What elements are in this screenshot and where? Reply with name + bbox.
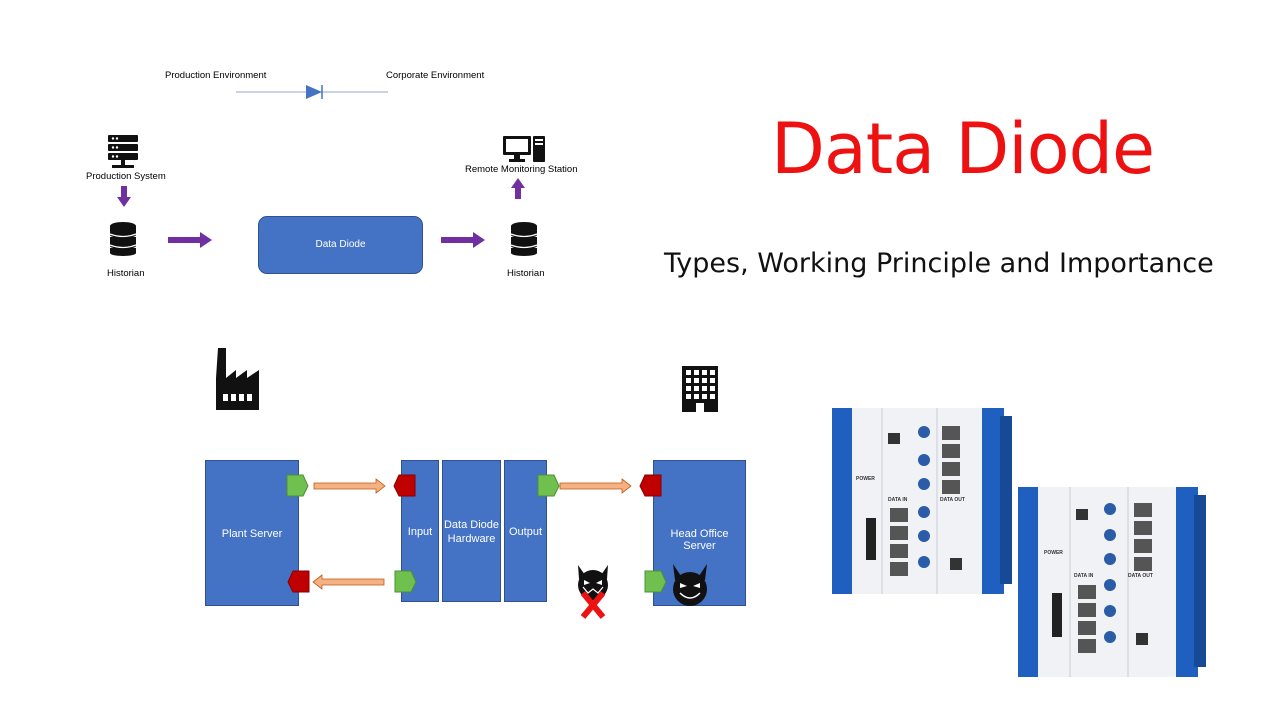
green-port-icon <box>645 571 667 593</box>
red-port-icon <box>394 475 416 497</box>
page-title: Data Diode <box>771 108 1154 190</box>
data-diode-device-back: POWER DATA IN DATA OUT <box>832 408 1002 594</box>
red-port-icon <box>288 571 310 593</box>
corporate-environment-label: Corporate Environment <box>386 70 484 81</box>
head-office-label: Head Office Server <box>654 528 745 552</box>
data-diode-device-front: POWER DATA IN DATA OUT <box>1018 487 1198 677</box>
arrow-left-icon <box>313 575 385 589</box>
green-port-icon <box>395 571 417 593</box>
arrow-down-icon <box>117 186 131 208</box>
arrow-right-icon <box>560 479 632 493</box>
green-port-icon <box>287 475 309 497</box>
power-label: POWER <box>856 476 875 482</box>
production-environment-label: Production Environment <box>165 70 266 81</box>
green-port-icon <box>538 475 560 497</box>
arrow-right-icon <box>441 232 485 248</box>
data-diode-box-label: Data Diode <box>259 239 422 250</box>
arrow-up-icon <box>511 178 525 200</box>
data-diode-box: Data Diode <box>258 216 423 274</box>
plant-server-block: Plant Server <box>205 460 299 606</box>
page-subtitle: Types, Working Principle and Importance <box>664 248 1214 279</box>
data-diode-hardware-block: Data Diode Hardware <box>442 460 501 602</box>
production-system-label: Production System <box>86 171 166 182</box>
database-icon <box>511 222 537 256</box>
computer-icon <box>503 136 545 162</box>
data-out-label: DATA OUT <box>1128 573 1153 579</box>
historian-left-label: Historian <box>107 268 145 279</box>
one-way-diode-symbol <box>236 84 388 100</box>
data-in-label: DATA IN <box>888 497 907 503</box>
data-out-label: DATA OUT <box>940 497 965 503</box>
input-label: Input <box>402 526 438 538</box>
arrow-right-icon <box>314 479 386 493</box>
hardware-label-line1: Data Diode <box>443 519 500 531</box>
office-building-icon <box>682 366 718 412</box>
server-icon <box>108 135 138 169</box>
database-icon <box>110 222 136 256</box>
plant-server-label: Plant Server <box>206 528 298 540</box>
remote-monitoring-station-label: Remote Monitoring Station <box>465 164 577 175</box>
data-in-label: DATA IN <box>1074 573 1093 579</box>
factory-icon <box>216 348 260 410</box>
blocked-attacker-icon <box>575 563 611 621</box>
power-label: POWER <box>1044 550 1063 556</box>
red-port-icon <box>640 475 662 497</box>
hardware-label-line2: Hardware <box>443 533 500 545</box>
attacker-devil-icon <box>671 562 709 608</box>
historian-right-label: Historian <box>507 268 545 279</box>
output-label: Output <box>505 526 546 538</box>
arrow-right-icon <box>168 232 212 248</box>
